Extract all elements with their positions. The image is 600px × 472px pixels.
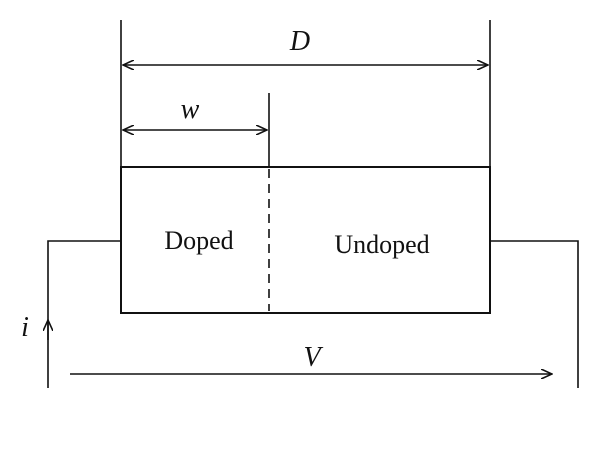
doped-region-label: Doped: [164, 226, 233, 255]
d-label: D: [289, 26, 310, 57]
undoped-region-label: Undoped: [334, 230, 429, 259]
w-label: w: [181, 94, 200, 125]
current-label: i: [21, 312, 29, 343]
device-body: [120, 166, 491, 314]
left-lead-wire: [47, 240, 121, 388]
voltage-label: V: [303, 342, 323, 373]
right-lead-wire: [490, 240, 579, 388]
